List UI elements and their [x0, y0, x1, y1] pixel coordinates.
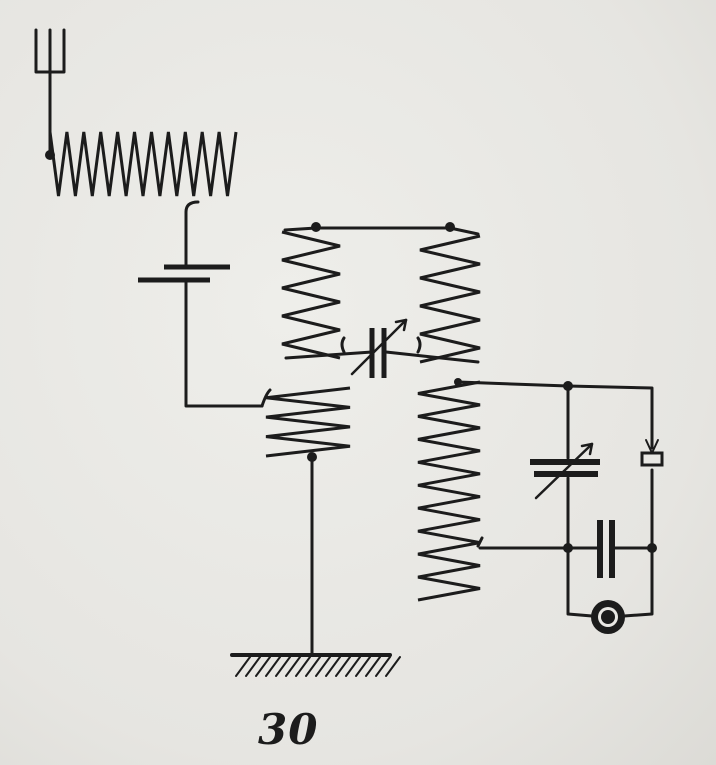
blocking-capacitor	[597, 520, 615, 578]
antenna-coupling-coil	[265, 386, 351, 462]
intermediate-coil-right	[419, 234, 481, 364]
intermediate-coil-left	[281, 230, 341, 360]
series-fixed-capacitor	[138, 264, 230, 283]
crystal-detector-icon	[640, 439, 664, 467]
figure-number: 30	[258, 705, 319, 754]
secondary-coil	[417, 378, 481, 602]
antenna-icon	[34, 28, 66, 157]
intermediate-variable-capacitor	[284, 318, 480, 378]
telephone-receiver-icon	[591, 600, 625, 634]
antenna-feed-wire	[184, 280, 272, 408]
intermediate-top-bus	[283, 222, 480, 236]
secondary-circuit-wiring	[456, 380, 657, 618]
tap-lead-wire	[184, 200, 200, 267]
ground-symbol-icon	[230, 653, 401, 677]
antenna-loading-coil	[45, 131, 238, 197]
secondary-variable-capacitor	[530, 442, 600, 500]
